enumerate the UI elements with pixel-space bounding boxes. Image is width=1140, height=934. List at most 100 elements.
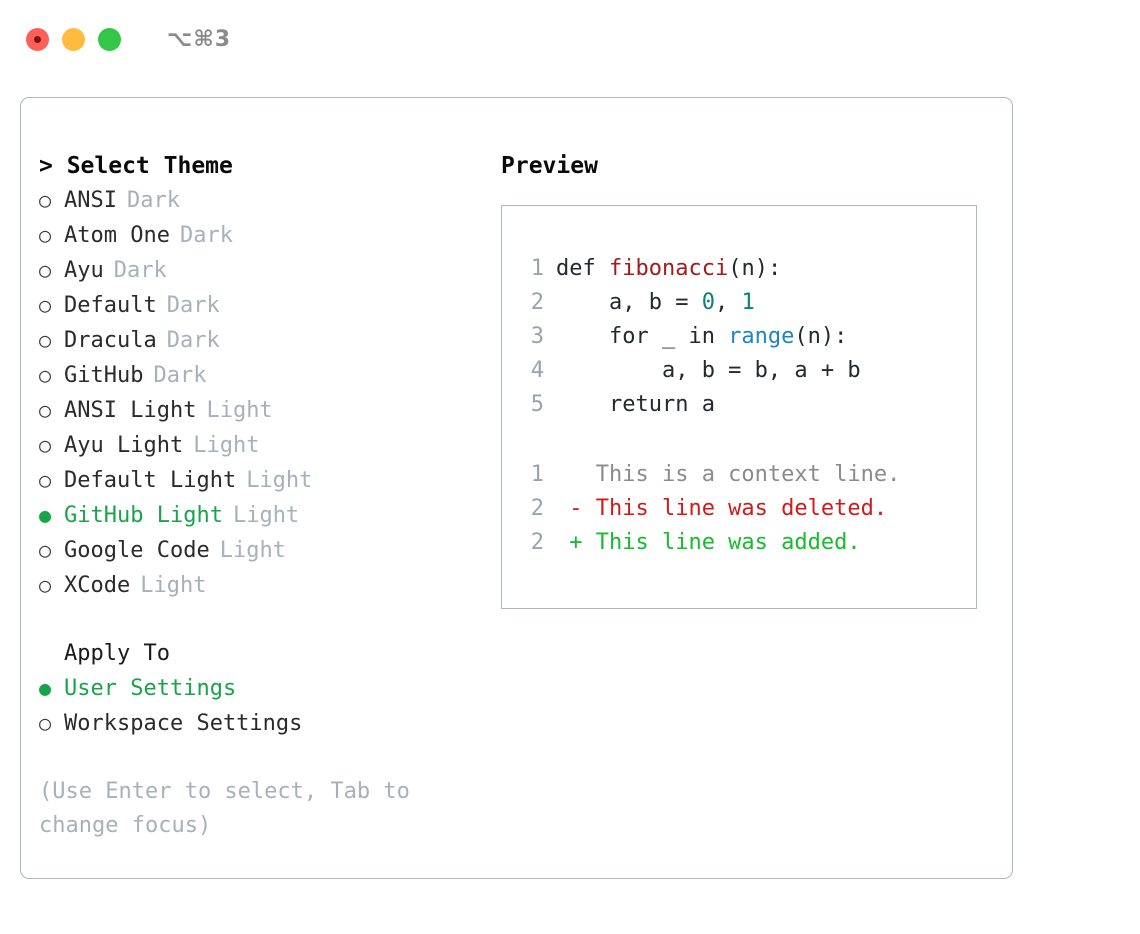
- line-number: 2: [530, 530, 544, 555]
- radio-unselected-icon: ○: [39, 433, 52, 457]
- line-number: 5: [530, 392, 544, 417]
- radio-unselected-icon: ○: [39, 328, 52, 352]
- theme-variant-tag: Light: [232, 503, 300, 528]
- line-number: 2: [530, 496, 544, 521]
- apply-to-item-0[interactable]: ● User Settings: [39, 671, 489, 706]
- theme-item-9[interactable]: ● GitHub Light Light: [39, 498, 489, 533]
- diff-line: 2 + This line was added.: [518, 526, 900, 560]
- maximize-button[interactable]: [98, 27, 121, 51]
- theme-variant-tag: Light: [193, 433, 260, 458]
- theme-item-0[interactable]: ○ ANSI Dark: [39, 183, 489, 218]
- minimize-button[interactable]: [62, 27, 85, 51]
- theme-item-label: ANSI Light: [64, 398, 197, 423]
- theme-variant-tag: Light: [206, 398, 273, 423]
- theme-item-4[interactable]: ○ Dracula Dark: [39, 323, 489, 358]
- window-controls: [26, 27, 121, 51]
- diff-line-content: - This line was deleted.: [556, 496, 888, 521]
- code-token: a, b =: [556, 290, 702, 315]
- code-line: 3 for _ in range(n):: [518, 320, 861, 354]
- theme-item-label: Default Light: [64, 468, 237, 493]
- theme-item-label: Ayu Light: [64, 433, 184, 458]
- code-token: 0: [701, 290, 715, 315]
- apply-to-item-label: Workspace Settings: [64, 711, 303, 736]
- radio-unselected-icon: ○: [39, 468, 52, 492]
- theme-variant-tag: Dark: [126, 188, 180, 213]
- diff-line: 2 - This line was deleted.: [518, 492, 900, 526]
- radio-unselected-icon: ○: [39, 188, 52, 212]
- theme-variant-tag: Dark: [153, 363, 207, 388]
- line-number: 3: [530, 324, 544, 349]
- theme-variant-tag: Dark: [166, 328, 220, 353]
- code-token: return a: [556, 392, 715, 417]
- title-bar: ⌥⌘3: [0, 0, 1140, 78]
- theme-item-label: Dracula: [64, 328, 157, 353]
- page-title: > Select Theme: [39, 153, 233, 179]
- theme-item-label: GitHub Light: [64, 503, 223, 528]
- theme-item-11[interactable]: ○ XCode Light: [39, 568, 489, 603]
- preview-title: Preview: [501, 153, 598, 179]
- apply-to-item-label: User Settings: [64, 676, 237, 701]
- theme-variant-tag: Light: [140, 573, 207, 598]
- line-number: 1: [530, 462, 544, 487]
- theme-item-label: Atom One: [64, 223, 170, 248]
- apply-to-item-1[interactable]: ○ Workspace Settings: [39, 706, 489, 741]
- code-token: a, b = b, a + b: [556, 358, 861, 383]
- theme-variant-tag: Light: [219, 538, 286, 563]
- diff-line: 1 This is a context line.: [518, 458, 901, 492]
- theme-item-label: ANSI: [64, 188, 117, 213]
- theme-variant-tag: Dark: [166, 293, 220, 318]
- code-line-content: for _ in range(n):: [556, 320, 847, 354]
- radio-unselected-icon: ○: [39, 573, 52, 597]
- diff-line-content: + This line was added.: [556, 530, 861, 555]
- code-line: 2 a, b = 0, 1: [518, 286, 861, 320]
- radio-selected-icon: ●: [39, 503, 52, 527]
- theme-item-label: Default: [64, 293, 157, 318]
- theme-item-10[interactable]: ○ Google Code Light: [39, 533, 489, 568]
- theme-item-label: Google Code: [64, 538, 210, 563]
- code-token: fibonacci: [608, 256, 729, 281]
- radio-unselected-icon: ○: [39, 538, 52, 562]
- radio-unselected-icon: ○: [39, 363, 52, 387]
- diff-line-content: This is a context line.: [556, 462, 901, 487]
- code-line-content: return a: [556, 388, 715, 422]
- code-line: 5 return a: [518, 388, 861, 422]
- code-line-content: a, b = 0, 1: [556, 286, 755, 320]
- help-text: (Use Enter to select, Tab to change focu…: [39, 779, 424, 838]
- radio-selected-icon: ●: [39, 676, 52, 700]
- apply-to-list[interactable]: ● User Settings ○ Workspace Settings: [39, 671, 489, 741]
- code-token: (n):: [728, 256, 782, 281]
- code-token: def: [556, 256, 609, 281]
- code-line: 4 a, b = b, a + b: [518, 354, 861, 388]
- code-token: for _ in: [556, 324, 729, 349]
- close-button[interactable]: [26, 27, 49, 51]
- code-line: 1 def fibonacci(n):: [518, 252, 861, 286]
- theme-variant-tag: Dark: [113, 258, 167, 283]
- keyboard-shortcut-label: ⌥⌘3: [167, 26, 232, 52]
- radio-unselected-icon: ○: [39, 711, 52, 735]
- code-token: ,: [714, 290, 742, 315]
- theme-item-7[interactable]: ○ Ayu Light Light: [39, 428, 489, 463]
- line-number: 1: [530, 256, 544, 281]
- theme-item-label: XCode: [64, 573, 131, 598]
- diff-preview: 1 This is a context line.2 - This line w…: [518, 458, 901, 560]
- code-token: (n):: [794, 324, 848, 349]
- theme-variant-tag: Dark: [179, 223, 233, 248]
- radio-unselected-icon: ○: [39, 258, 52, 282]
- code-line-content: def fibonacci(n):: [556, 252, 781, 286]
- line-number: 4: [530, 358, 544, 383]
- code-line-content: a, b = b, a + b: [556, 354, 861, 388]
- apply-to-heading: Apply To: [64, 641, 170, 666]
